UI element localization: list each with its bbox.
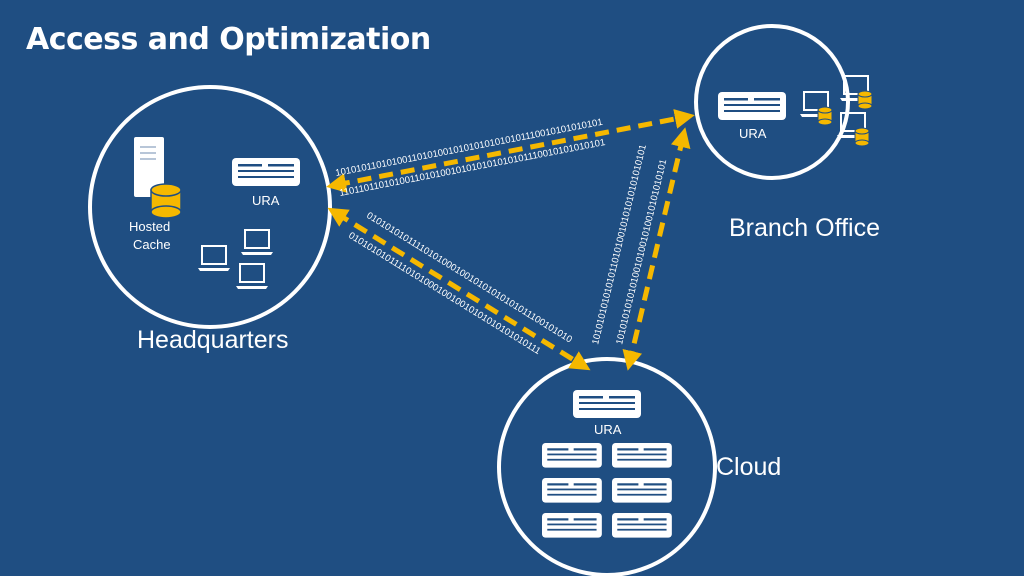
headquarters-label: Headquarters bbox=[137, 326, 289, 354]
cloud-ura-label: URA bbox=[594, 422, 622, 437]
hq-ura-appliance-icon bbox=[232, 158, 300, 186]
branch-office-circle bbox=[694, 24, 850, 180]
cloud-server-icon bbox=[542, 513, 602, 538]
hosted-cache-database-icon bbox=[150, 183, 182, 219]
cloud-server-icon bbox=[542, 478, 602, 503]
branch-ura-label: URA bbox=[739, 126, 767, 141]
slide-title: Access and Optimization bbox=[26, 22, 431, 57]
headquarters-circle bbox=[88, 85, 332, 329]
hq-laptop-icon bbox=[197, 245, 231, 272]
hq-cloud-binary-1: 0101010101111010100010010101010101011100… bbox=[364, 210, 574, 345]
branch-database-icon bbox=[857, 90, 873, 110]
cloud-server-icon bbox=[542, 443, 602, 468]
cloud-circle bbox=[497, 357, 717, 576]
hosted-cache-label-line2: Cache bbox=[133, 237, 171, 252]
branch-database-icon bbox=[817, 106, 833, 126]
branch-ura-appliance-icon bbox=[718, 92, 786, 120]
hq-cloud-arrow bbox=[327, 207, 591, 371]
server-icon bbox=[134, 137, 164, 197]
hosted-cache-label-line1: Hosted bbox=[129, 219, 171, 234]
branch-office-label: Branch Office bbox=[729, 214, 881, 242]
cloud-server-icon bbox=[612, 443, 672, 468]
branch-database-icon bbox=[854, 127, 870, 147]
hq-laptop-icon bbox=[240, 229, 274, 256]
hq-cloud-binary-2: 0101010101111010100010010010101010101010… bbox=[346, 230, 542, 357]
cloud-label: Cloud bbox=[716, 453, 782, 481]
cloud-ura-appliance-icon bbox=[573, 390, 641, 418]
hq-ura-label: URA bbox=[252, 193, 280, 208]
branch-cloud-arrow bbox=[622, 127, 691, 371]
hq-laptop-icon bbox=[235, 263, 269, 290]
cloud-server-icon bbox=[612, 478, 672, 503]
cloud-server-icon bbox=[612, 513, 672, 538]
